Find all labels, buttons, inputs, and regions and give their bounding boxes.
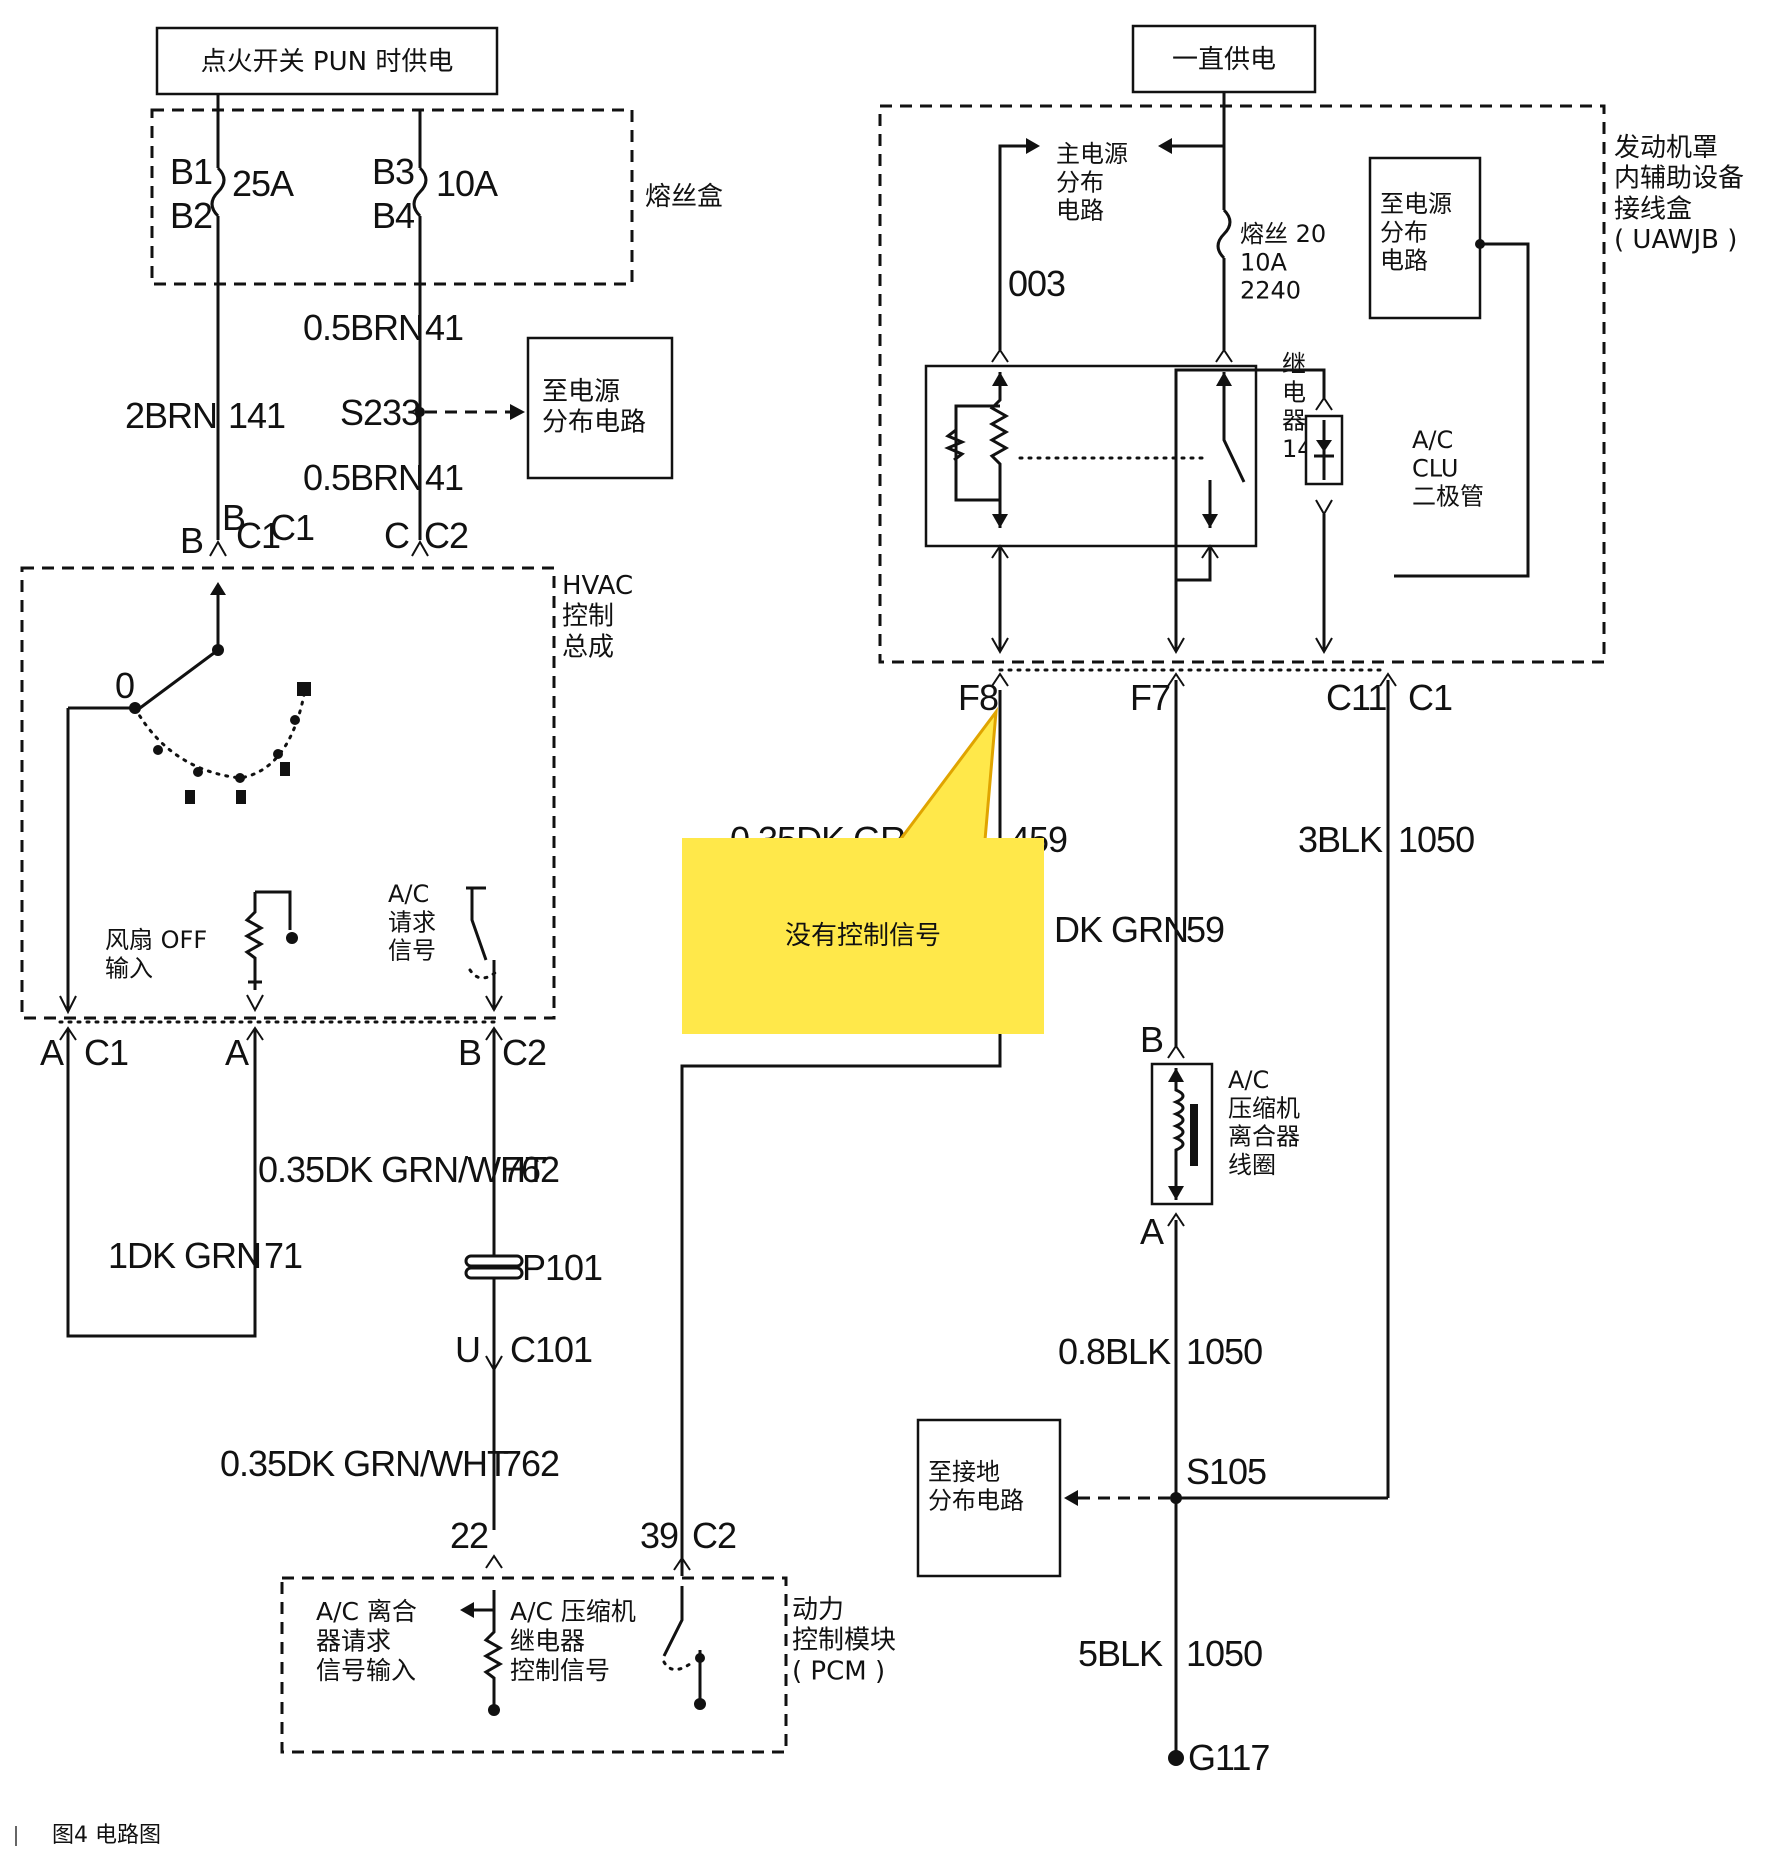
conn-c-c2-a: C: [384, 515, 409, 556]
constant-power-label: 一直供电: [1172, 45, 1276, 75]
fuse-25a-icon: [210, 166, 226, 218]
conn-c11: C11: [1326, 677, 1386, 718]
main-power-label: 主电源分布电路: [1056, 140, 1128, 225]
conn-b-c1-a: B: [180, 520, 203, 561]
p101-connector-icon: [464, 1254, 524, 1280]
fuse-box: 熔丝盒 B1 B2 25A B3 B4 10A: [150, 94, 723, 286]
wire-59-num: 59: [1186, 909, 1224, 950]
wire-71-size: 1DK GRN: [108, 1235, 261, 1276]
wire-1050b-size: 0.8BLK: [1058, 1331, 1171, 1372]
wire-1050a-num: 1050: [1398, 819, 1474, 860]
callout-text: 没有控制信号: [785, 921, 941, 951]
wire-1050c-size: 5BLK: [1078, 1633, 1163, 1674]
splice-s105: S105: [1186, 1451, 1266, 1492]
fuse-20-icon: [1216, 208, 1232, 260]
conn-b-c1-d: C1: [270, 507, 314, 548]
wire-41b-size: 0.5BRN: [303, 457, 423, 498]
ignition-power-box: 点火开关 PUN 时供电: [155, 26, 499, 96]
fuse-10a-icon: [412, 166, 428, 218]
splice-s233-dot: [415, 407, 425, 417]
wire-762a-num: 762: [502, 1149, 559, 1190]
wire-762a-size: 0.35DK GRN/WHT: [258, 1149, 547, 1190]
conn-a2: A: [225, 1032, 249, 1073]
wire-141-num: 141: [228, 395, 285, 436]
wire-762b-size: 0.35DK GRN/WHT: [220, 1443, 509, 1484]
ignition-power-label: 点火开关 PUN 时供电: [201, 47, 454, 77]
splice-s105-dot: [1170, 1492, 1182, 1504]
wire-41a-size: 0.5BRN: [303, 307, 423, 348]
clutch-coil-icon: [1172, 1068, 1185, 1200]
constant-power-box: 一直供电: [1131, 24, 1317, 94]
power-dist-box-left: 至电源分布电路: [526, 336, 674, 480]
clutch-a: A: [1140, 1211, 1164, 1252]
uawjb-power-dist-label: 至电源分布电路: [1380, 190, 1452, 275]
pcm-label: 动力控制模块( PCM ): [792, 1595, 896, 1686]
ground-icon: [1168, 1750, 1184, 1766]
conn-a-c1-b: C1: [84, 1032, 128, 1073]
splice-s233: S233: [340, 392, 420, 433]
wire-141-size: 2BRN: [125, 395, 217, 436]
ground-g117: G117: [1188, 1737, 1269, 1778]
wire-762b-num: 762: [502, 1443, 559, 1484]
wire-1050c-num: 1050: [1186, 1633, 1262, 1674]
pin-22: 22: [450, 1515, 488, 1556]
fuse2-bottom: B4: [372, 195, 414, 236]
wire-1050a-size: 3BLK: [1298, 819, 1383, 860]
callout-no-control-signal: 没有控制信号: [682, 706, 1044, 1034]
fuse1-top: B1: [170, 151, 212, 192]
fuse-box-label: 熔丝盒: [645, 182, 723, 212]
conn-f8: F8: [958, 677, 998, 718]
wire-003: 003: [1008, 263, 1065, 304]
clutch-b: B: [1140, 1019, 1163, 1060]
switch-zero: 0: [115, 665, 134, 706]
arrow-right-icon: [510, 404, 525, 420]
conn-b-c1-c: B: [222, 497, 245, 538]
pin-39-c2: C2: [692, 1515, 736, 1556]
ground-dist-box: 至接地分布电路: [916, 1418, 1062, 1578]
conn-b-c2-a: B: [458, 1032, 481, 1073]
conn-c1: C1: [1408, 677, 1452, 718]
conn-b-c1-b: C1: [236, 515, 280, 556]
pcm-module: 动力控制模块( PCM ) A/C 离合器请求信号输入 A/C 压缩机继电器控制…: [280, 1576, 896, 1754]
conn-b-c2-b: C2: [502, 1032, 546, 1073]
wire-1050b-num: 1050: [1186, 1331, 1262, 1372]
pcm-relay-control: A/C 压缩机继电器控制信号: [510, 1597, 636, 1685]
wire-71-num: 71: [264, 1235, 302, 1276]
conn-c-c2-b: C2: [424, 515, 468, 556]
fuse2-top: B3: [372, 151, 414, 192]
fuse1-bottom: B2: [170, 195, 212, 236]
conn-p101: P101: [522, 1247, 602, 1288]
figure-caption: 图4 电路图: [52, 1823, 161, 1848]
fuse2-rating: 10A: [436, 163, 498, 204]
pin-39: 39: [640, 1515, 678, 1556]
conn-u: U: [455, 1329, 480, 1370]
wire-59-size: DK GRN: [1054, 909, 1188, 950]
fuse1-rating: 25A: [232, 163, 294, 204]
wire-41a-num: 41: [425, 307, 463, 348]
pcm-clutch-request: A/C 离合器请求信号输入: [316, 1597, 417, 1685]
uawjb-label: 发动机罩内辅助设备接线盒( UAWJB ): [1614, 133, 1744, 255]
conn-c101: C101: [510, 1329, 592, 1370]
wire-41b-num: 41: [425, 457, 463, 498]
callout-pointer-icon: [897, 706, 998, 842]
ground-dist-label: 至接地分布电路: [928, 1458, 1024, 1514]
power-dist-left-label: 至电源分布电路: [542, 377, 646, 438]
conn-f7: F7: [1130, 677, 1170, 718]
